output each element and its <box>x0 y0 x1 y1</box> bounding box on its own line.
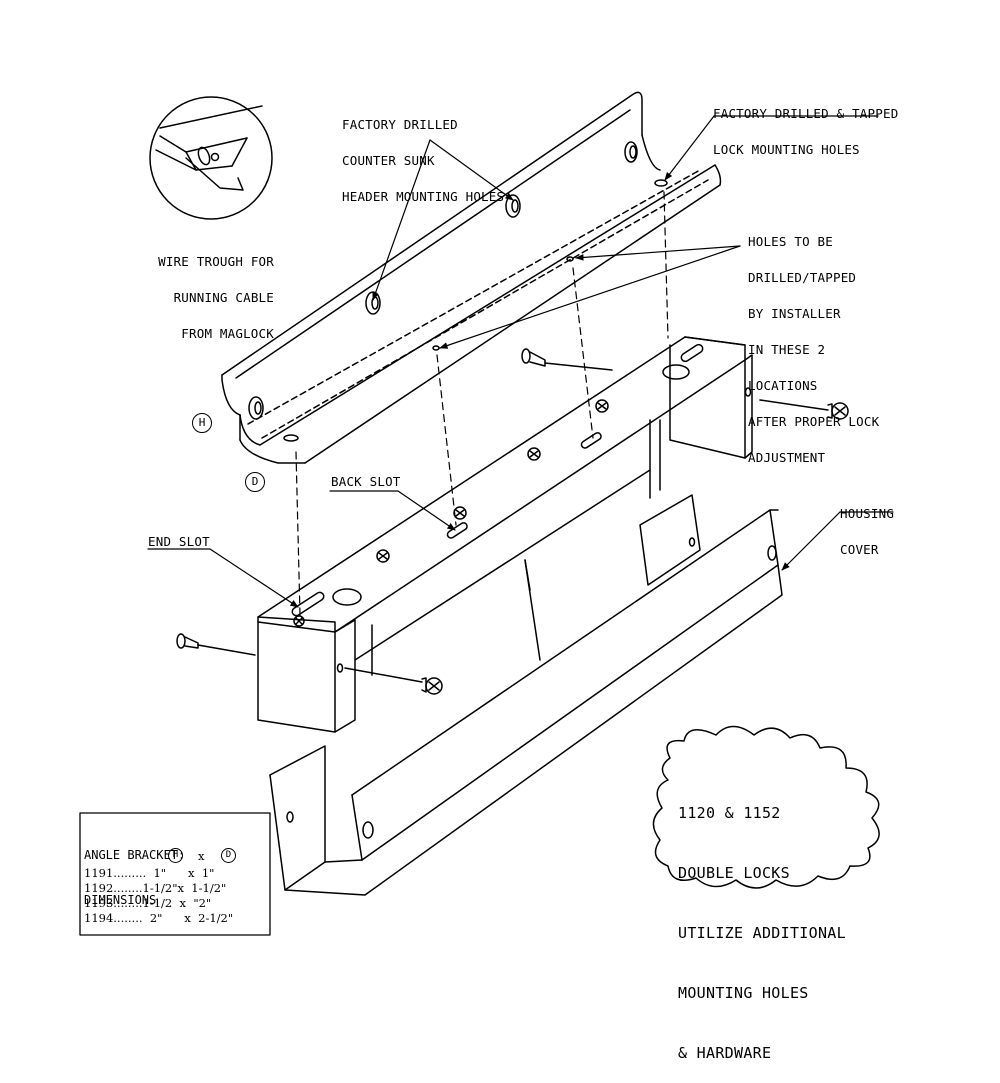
diagram-drawing <box>79 91 894 936</box>
mounting-plate <box>257 336 753 733</box>
installer-holes-line-4: IN THESE 2 <box>748 342 826 357</box>
installer-holes-line-7: ADJUSTMENT <box>748 450 826 465</box>
lock-holes-line-1: FACTORY DRILLED & TAPPED <box>713 106 899 121</box>
cloud-note: 1120 & 1152 DOUBLE LOCKS UTILIZE ADDITIO… <box>678 763 846 1083</box>
wire-trough-label: WIRE TROUGH FOR RUNNING CABLE FROM MAGLO… <box>140 232 274 352</box>
wire-trough-line-3: FROM MAGLOCK <box>181 326 274 341</box>
exploded-assembly-diagram: FACTORY DRILLED COUNTER SUNK HEADER MOUN… <box>79 84 898 1062</box>
lock-holes-label: FACTORY DRILLED & TAPPED LOCK MOUNTING H… <box>713 84 898 168</box>
angle-bracket <box>221 91 722 464</box>
leader-lines <box>147 115 894 608</box>
cloud-note-line-4: MOUNTING HOLES <box>678 984 809 1002</box>
housing-cover <box>269 494 783 896</box>
loose-screws <box>176 348 849 695</box>
table-header-h: H <box>168 848 183 863</box>
dimensions-table-box <box>79 812 271 936</box>
table-row-1191: 1191......... 1" x 1" <box>84 866 215 880</box>
housing-cover-line-1: HOUSING <box>840 506 895 521</box>
cloud-note-line-2: DOUBLE LOCKS <box>678 864 790 882</box>
dimension-d-marker: D <box>245 472 265 492</box>
header-holes-label: FACTORY DRILLED COUNTER SUNK HEADER MOUN… <box>342 95 504 215</box>
wire-trough-detail <box>149 96 273 220</box>
table-header-d: D <box>221 848 236 863</box>
table-row-1193: 1193........1-1/2 x "2" <box>84 896 212 910</box>
header-holes-line-1: FACTORY DRILLED <box>342 117 458 132</box>
installer-holes-label: HOLES TO BE DRILLED/TAPPED BY INSTALLER … <box>748 212 879 476</box>
installer-holes-line-3: BY INSTALLER <box>748 306 841 321</box>
cloud-note-line-5: & HARDWARE <box>678 1044 772 1062</box>
dimensions-title-line-2: DIMENSIONS <box>84 893 157 907</box>
table-row-1194: 1194........ 2" x 2-1/2" <box>84 911 234 925</box>
header-holes-line-3: HEADER MOUNTING HOLES <box>342 189 505 204</box>
end-slot-label: END SLOT <box>148 534 210 549</box>
cloud-note-shape <box>652 725 880 889</box>
installer-holes-line-2: DRILLED/TAPPED <box>748 270 857 285</box>
lock-holes-line-2: LOCK MOUNTING HOLES <box>713 142 860 157</box>
header-holes-line-2: COUNTER SUNK <box>342 153 435 168</box>
table-header-x: x <box>198 849 205 863</box>
projection-lines <box>295 191 669 616</box>
wire-trough-line-2: RUNNING CABLE <box>173 290 274 305</box>
housing-cover-line-2: COVER <box>840 542 879 557</box>
installer-holes-line-1: HOLES TO BE <box>748 234 833 249</box>
table-row-1192: 1192........1-1/2"x 1-1/2" <box>84 881 227 895</box>
wire-trough-line-1: WIRE TROUGH FOR <box>158 254 274 269</box>
installer-holes-line-6: AFTER PROPER LOCK <box>748 414 880 429</box>
cloud-note-line-3: UTILIZE ADDITIONAL <box>678 924 846 942</box>
dimension-h-marker: H <box>192 413 212 433</box>
housing-cover-label: HOUSING COVER <box>840 484 894 568</box>
cloud-note-line-1: 1120 & 1152 <box>678 804 781 822</box>
installer-holes-line-5: LOCATIONS <box>748 378 818 393</box>
back-slot-label: BACK SLOT <box>331 474 401 489</box>
